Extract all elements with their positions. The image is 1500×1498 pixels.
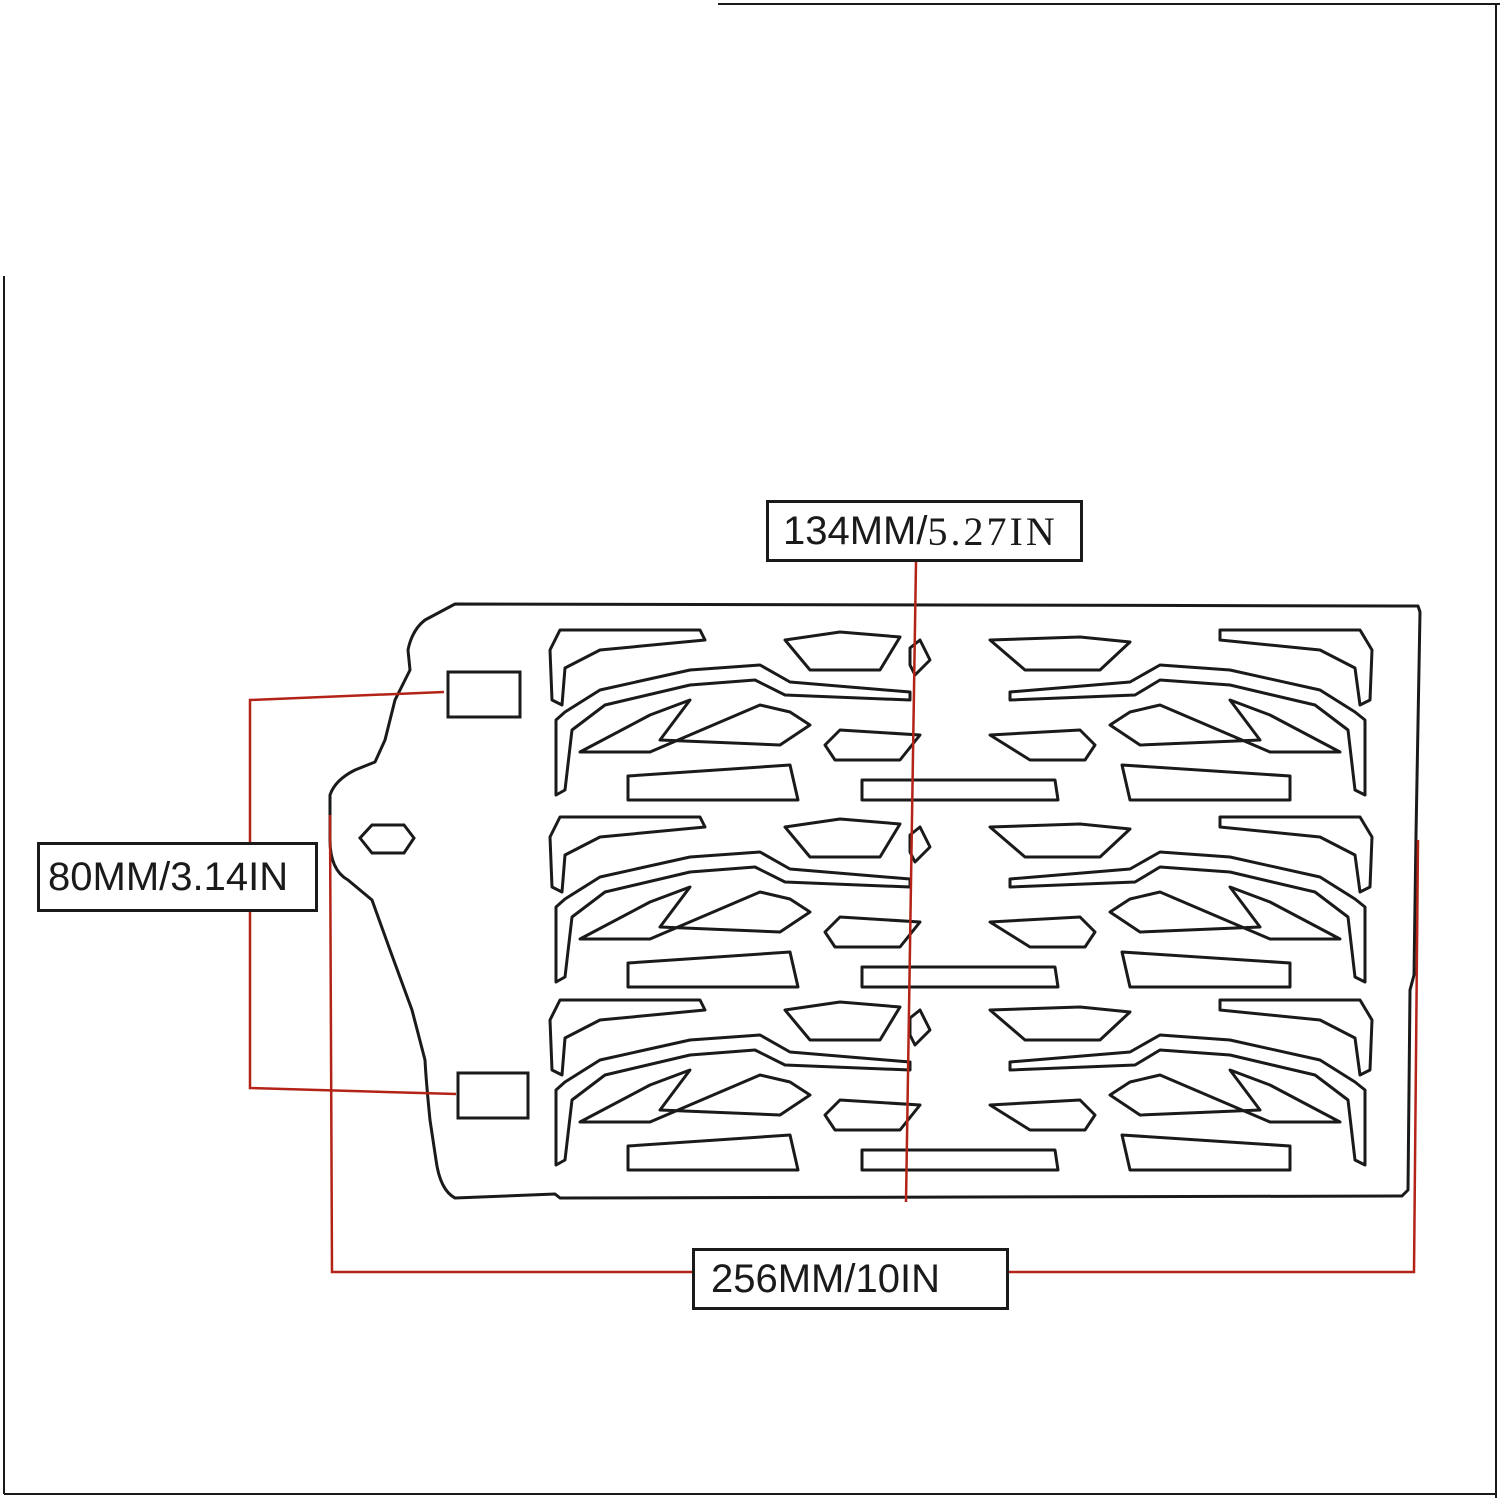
height-label-in: 5.27IN	[927, 508, 1058, 554]
grille-row-2	[548, 815, 1374, 989]
page-border	[3, 3, 1500, 1498]
width-label-text: 256MM/10IN	[711, 1256, 940, 1301]
depth-label: 80MM/3.14IN	[37, 842, 318, 912]
depth-label-text: 80MM/3.14IN	[48, 854, 289, 899]
mounting-tab-bottom	[456, 1071, 530, 1120]
mounting-hole	[358, 823, 416, 855]
width-dimension-line-right	[1009, 839, 1420, 1274]
grille-row-3	[548, 998, 1374, 1172]
grille-row-1	[548, 628, 1374, 802]
width-label: 256MM/10IN	[692, 1248, 1009, 1310]
mounting-tab-top	[446, 670, 522, 719]
height-dimension-line	[904, 561, 918, 1203]
guard-plate-outline	[328, 602, 1422, 1200]
width-dimension-line-left	[328, 814, 692, 1274]
height-label: 134MM/5.27IN	[766, 500, 1083, 562]
height-label-mm: 134MM/	[783, 508, 928, 553]
